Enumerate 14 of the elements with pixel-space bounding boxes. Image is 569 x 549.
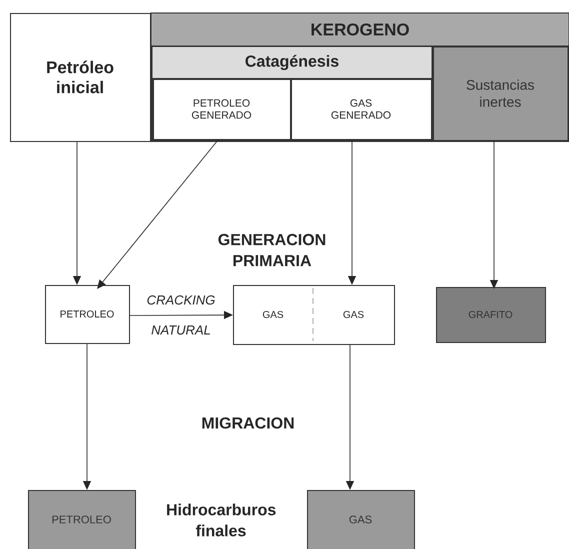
product-box: PETROLEO: [28, 490, 136, 549]
product-box: PETROLEO: [45, 285, 130, 344]
arrow: [97, 140, 218, 289]
product-box: GAS GAS: [233, 285, 395, 345]
product-box: GRAFITO: [436, 287, 546, 343]
process-box: GAS GENERADO: [291, 79, 432, 140]
source-box: Petróleo inicial: [10, 13, 151, 142]
stage-label: GENERACION PRIMARIA: [218, 234, 326, 266]
product-box: GAS: [307, 490, 415, 549]
process-box: Sustancias inertes: [433, 46, 568, 141]
process-box: PETROLEO GENERADO: [153, 79, 291, 140]
stage-label: MIGRACION: [202, 417, 294, 429]
stage-label: Hidrocarburos finales: [167, 504, 276, 536]
edge-label: CRACKING NATURAL: [147, 295, 215, 335]
